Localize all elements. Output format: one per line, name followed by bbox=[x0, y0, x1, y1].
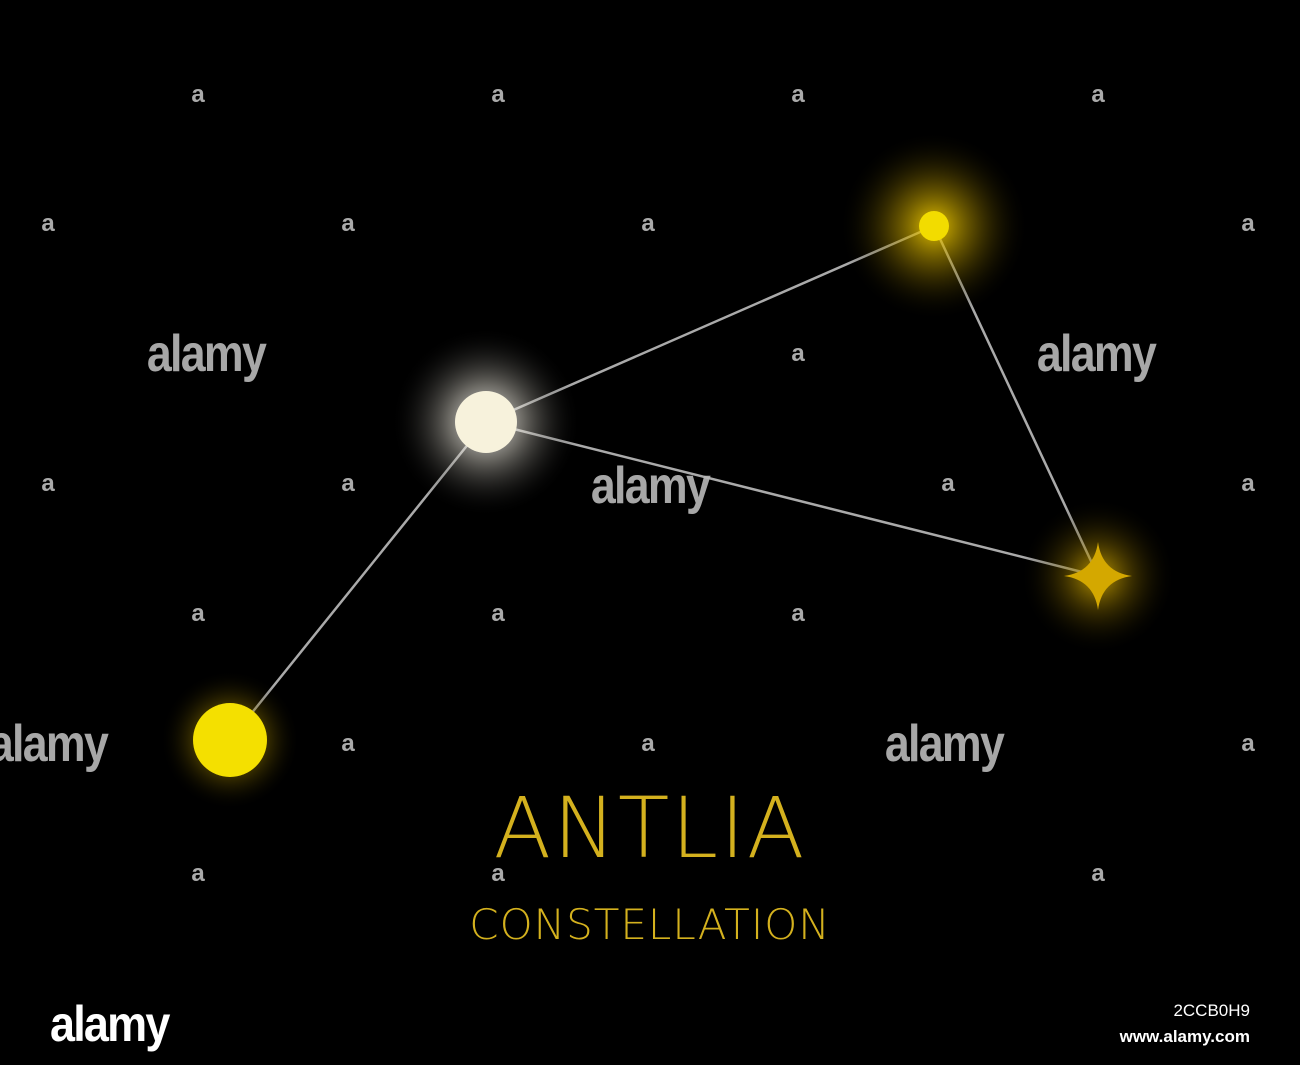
watermark-mark: a bbox=[191, 860, 205, 887]
watermark-mark: a bbox=[791, 81, 805, 108]
watermark-mark: a bbox=[791, 340, 805, 367]
watermark-mark: a bbox=[1091, 860, 1105, 887]
watermark-mark: a bbox=[191, 600, 205, 627]
star-top-right bbox=[839, 131, 1029, 321]
star-field bbox=[160, 131, 1176, 810]
watermark-mark: a bbox=[491, 81, 505, 108]
watermark-mark: a bbox=[341, 730, 355, 757]
watermark-mark: a bbox=[41, 210, 55, 237]
star-bottom-left-core bbox=[193, 703, 267, 777]
stars bbox=[160, 131, 1176, 810]
watermark-logo: alamy bbox=[0, 715, 109, 773]
watermark-mark: a bbox=[791, 600, 805, 627]
watermark-mark: a bbox=[491, 600, 505, 627]
watermark-logo: alamy bbox=[146, 325, 267, 383]
watermark-mark: a bbox=[641, 730, 655, 757]
star-alpha bbox=[391, 327, 581, 517]
star-diamond bbox=[1020, 498, 1176, 654]
image-id: 2CCB0H9 bbox=[1173, 1001, 1250, 1020]
constellation-name: ANTLIA bbox=[493, 779, 807, 877]
watermark-mark: a bbox=[1241, 210, 1255, 237]
watermark-mark: a bbox=[1241, 470, 1255, 497]
watermark-mark: a bbox=[341, 210, 355, 237]
watermark-mark: a bbox=[1091, 81, 1105, 108]
star-top-right-core bbox=[919, 211, 949, 241]
star-alpha-core bbox=[455, 391, 517, 453]
watermark-mark: a bbox=[941, 470, 955, 497]
footer-logo: alamy bbox=[50, 996, 170, 1052]
star-diamond-core bbox=[1064, 542, 1132, 610]
watermark-mark: a bbox=[491, 860, 505, 887]
constellation-subtitle: CONSTELLATION bbox=[469, 900, 831, 949]
constellation-diagram bbox=[160, 131, 1176, 810]
watermark-mark: a bbox=[1241, 730, 1255, 757]
watermark-mark: a bbox=[641, 210, 655, 237]
footer-bar: alamy 2CCB0H9 www.alamy.com bbox=[0, 985, 1300, 1065]
watermark-mark: a bbox=[341, 470, 355, 497]
watermark-logo: alamy bbox=[1036, 325, 1157, 383]
star-bottom-left bbox=[160, 670, 300, 810]
watermark-logo: alamy bbox=[884, 715, 1005, 773]
footer-url[interactable]: www.alamy.com bbox=[1119, 1027, 1250, 1046]
watermark-mark: a bbox=[41, 470, 55, 497]
watermark-mark: a bbox=[191, 81, 205, 108]
watermark-logo: alamy bbox=[590, 457, 711, 515]
connection-line-star-alpha-star-diamond bbox=[484, 420, 1100, 578]
